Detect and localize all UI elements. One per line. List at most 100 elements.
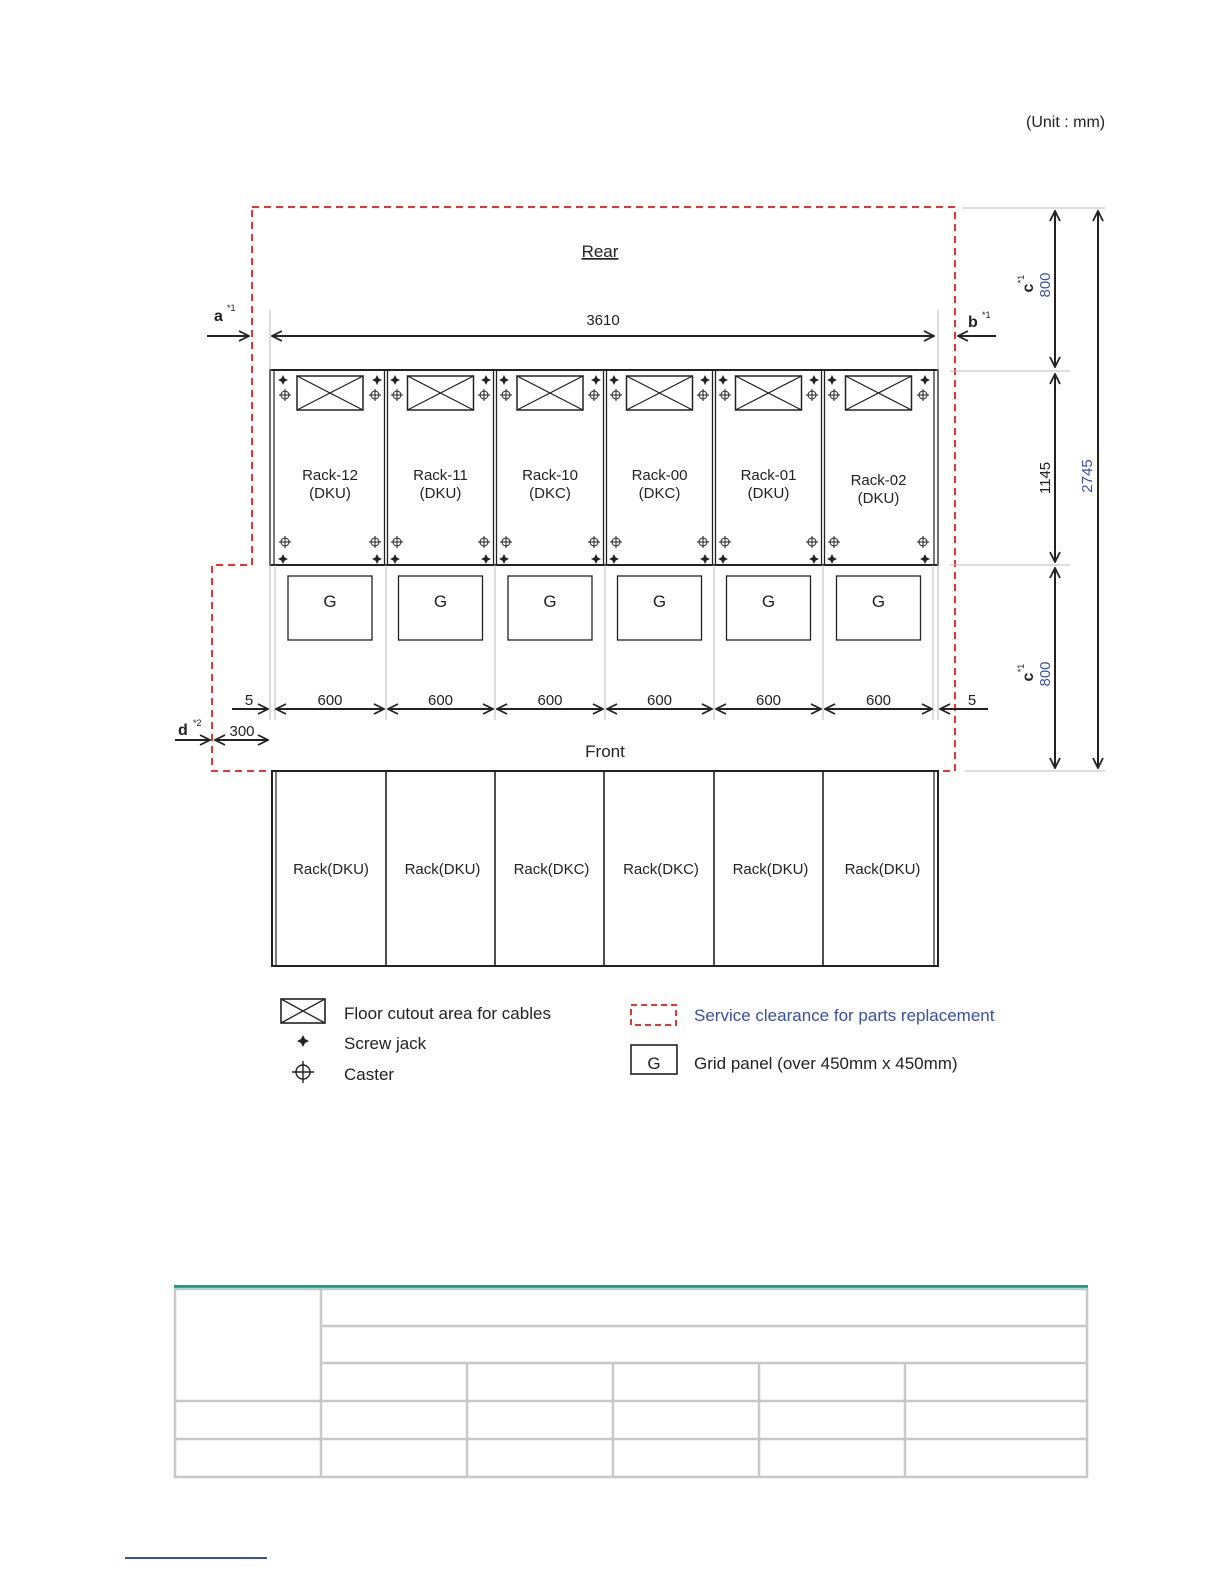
screw-jack-icon (827, 554, 837, 564)
screw-jack-icon (827, 375, 837, 385)
rack-name: Rack-10 (522, 467, 578, 484)
screw-jack-icon (372, 554, 382, 564)
rack-cell: Rack-10(DKC) G (494, 375, 601, 720)
caster-icon (917, 536, 929, 548)
caster-icon (279, 389, 291, 401)
screw-jack-icon (718, 554, 728, 564)
screw-jack-icon (372, 375, 382, 385)
caster-icon (719, 536, 731, 548)
grid-panel-label: G (323, 592, 336, 611)
floor-cutout-icon (844, 375, 913, 411)
grid-panel (507, 575, 593, 641)
grid-panel-symbol-label: G (647, 1054, 660, 1073)
table-grid (173, 1287, 1089, 1479)
caster-icon (500, 536, 512, 548)
dim-600: 600 (756, 692, 781, 709)
grid-panel-label: G (543, 592, 556, 611)
screw-jack-icon (718, 375, 728, 385)
marker-b: b (968, 314, 978, 331)
rack-dividers (273, 370, 935, 565)
note-a: *1 (227, 303, 236, 313)
screw-jack-icon (920, 375, 930, 385)
dim-600: 600 (866, 692, 891, 709)
rack-type: (DKU) (309, 485, 351, 502)
rack-cell: Rack-11(DKU)G (385, 375, 491, 720)
dim-600: 600 (317, 692, 342, 709)
front-label: Front (585, 742, 625, 761)
grid-panel (616, 575, 703, 641)
gap-right: 5 (968, 692, 976, 709)
rack-cell: Rack-02(DKU)G (822, 375, 930, 720)
legend: Floor cutout area for cables Screw jack … (280, 998, 995, 1084)
rack-cell: Rack-01(DKU)G (713, 375, 819, 720)
caster-icon (391, 536, 403, 548)
screw-jack-icon (591, 375, 601, 385)
rack-type: (DKC) (639, 485, 681, 502)
floor-cutout-icon (406, 375, 475, 411)
dim-600: 600 (428, 692, 453, 709)
caster-icon (697, 389, 709, 401)
rack-type: (DKU) (420, 485, 462, 502)
rack-type: (DKU) (858, 490, 900, 507)
front-rack-label: Rack(DKU) (405, 861, 481, 878)
screw-jack-icon (609, 554, 619, 564)
front-rack-label: Rack(DKC) (623, 861, 699, 878)
dim-800-front: 800 (1037, 661, 1054, 686)
legend-service-clearance: Service clearance for parts replacement (694, 1006, 995, 1025)
note-d: *2 (193, 718, 202, 728)
rack-type: (DKC) (529, 485, 571, 502)
floor-cutout-symbol (280, 998, 326, 1024)
rack-name: Rack-12 (302, 467, 358, 484)
legend-grid-panel: Grid panel (over 450mm x 450mm) (694, 1054, 958, 1073)
screw-jack-symbol (297, 1035, 309, 1047)
legend-screw-jack: Screw jack (344, 1034, 427, 1053)
service-clearance-boundary (211, 206, 956, 772)
screw-jack-icon (499, 554, 509, 564)
rack-name: Rack-00 (632, 467, 688, 484)
front-rack-label: Rack(DKU) (293, 861, 369, 878)
caster-symbol (292, 1061, 314, 1083)
caster-icon (719, 389, 731, 401)
screw-jack-icon (390, 554, 400, 564)
rack-name: Rack-11 (413, 467, 468, 484)
rack-cell: Rack-12(DKU) G (278, 375, 382, 641)
dim-600: 600 (537, 692, 562, 709)
rack-cells: Rack-12(DKU)GRack-11(DKU)GRack-10(DKC)GR… (278, 375, 930, 720)
marker-c-front: c (1020, 672, 1037, 681)
screw-jack-icon (809, 554, 819, 564)
caster-icon (806, 389, 818, 401)
dim-3610: 3610 (586, 312, 619, 329)
grid-panel-label: G (872, 592, 885, 611)
marker-a: a (214, 308, 223, 325)
floor-cutout-icon (296, 375, 364, 411)
floor-cutout-cross (516, 375, 584, 411)
marker-d: d (178, 722, 188, 739)
caster-icon (610, 389, 622, 401)
caster-icon (610, 536, 622, 548)
rack-name: Rack-01 (741, 467, 797, 484)
grid-panel-label: G (653, 592, 666, 611)
grid-panel-symbol (630, 1044, 678, 1075)
front-rack-block (271, 770, 939, 967)
screw-jack-icon (809, 375, 819, 385)
dim-600: 600 (647, 692, 672, 709)
caster-icon (279, 536, 291, 548)
grid-panel (287, 575, 373, 641)
note-c-rear: *1 (1016, 275, 1026, 284)
table-header-bar (174, 1285, 1088, 1289)
dim-800-rear: 800 (1037, 272, 1054, 297)
caster-icon (369, 389, 381, 401)
rack-cell: Rack-00(DKC) G (604, 375, 710, 720)
screw-jack-icon (481, 554, 491, 564)
floor-cutout-cross (296, 375, 364, 411)
screw-jack-icon (700, 554, 710, 564)
caster-icon (588, 536, 600, 548)
service-clearance-symbol (630, 1004, 677, 1026)
dim-2745: 2745 (1079, 459, 1096, 492)
legend-caster: Caster (344, 1065, 394, 1084)
screw-jack-icon (700, 375, 710, 385)
floor-cutout-cross (845, 375, 912, 411)
grid-panel-label: G (762, 592, 775, 611)
